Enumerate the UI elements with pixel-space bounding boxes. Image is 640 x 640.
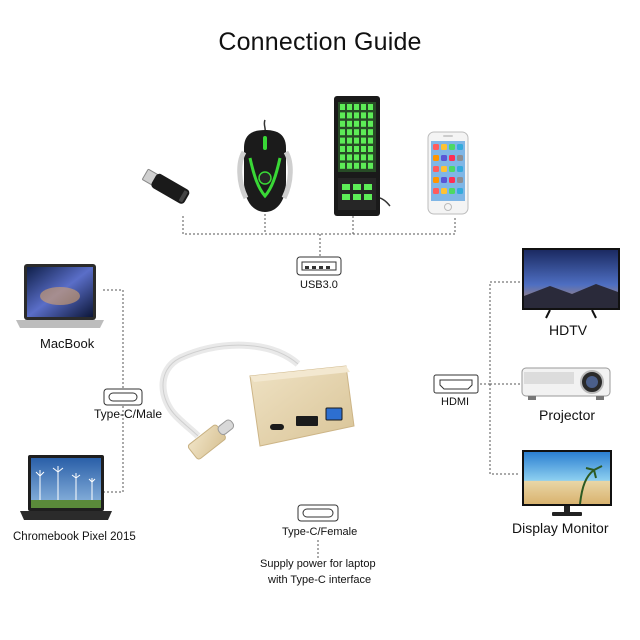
power-note-line-2: with Type-C interface <box>268 574 372 586</box>
macbook-label: MacBook <box>40 336 95 351</box>
power-note-line-1: Supply power for laptop <box>260 558 376 570</box>
display-monitor-label: Display Monitor <box>512 520 609 536</box>
keyboard-icon <box>334 96 391 216</box>
typec-male-label: Type-C/Male <box>94 407 163 421</box>
projector-icon <box>521 367 611 400</box>
usb-port-icon <box>296 256 342 276</box>
typec-female-port-icon <box>297 504 339 522</box>
projector-label: Projector <box>539 407 596 423</box>
chromebook-laptop-icon <box>20 455 112 520</box>
macbook-laptop-icon <box>16 264 104 328</box>
hdmi-port-label: HDMI <box>441 396 470 408</box>
typec-male-port-icon <box>103 388 143 406</box>
hdtv-icon <box>522 248 620 319</box>
usb-c-hub-adapter-icon <box>159 341 355 460</box>
chromebook-label: Chromebook Pixel 2015 <box>13 531 136 543</box>
display-monitor-icon <box>522 450 612 516</box>
gaming-mouse-icon <box>237 119 293 212</box>
usb-port-label: USB3.0 <box>300 279 338 291</box>
typec-female-label: Type-C/Female <box>282 526 358 538</box>
hdmi-port-icon <box>433 374 479 394</box>
page-title: Connection Guide <box>218 28 422 56</box>
hdtv-label: HDTV <box>549 322 588 338</box>
usb-flash-drive-icon <box>142 168 190 204</box>
smartphone-icon <box>427 131 469 215</box>
